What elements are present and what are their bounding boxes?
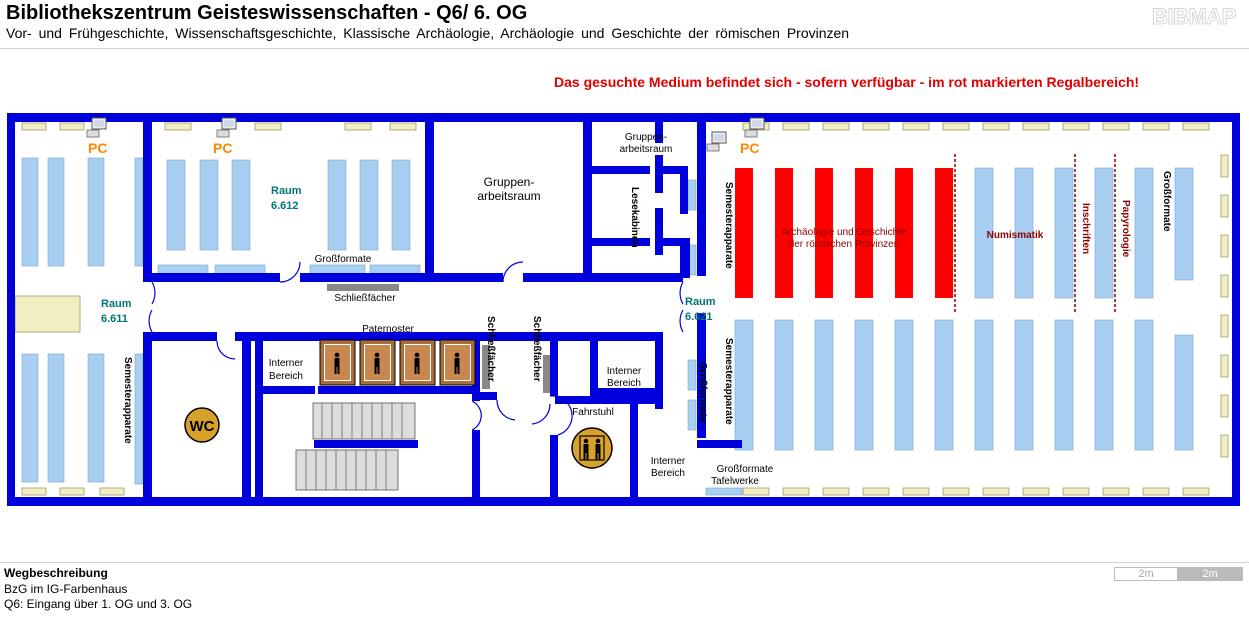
grossformate-tafelwerke-line1: Großformate — [717, 464, 774, 475]
scale-bar-light: 2m — [1114, 567, 1178, 581]
schliessfaecher-left-label: Schließfächer — [485, 316, 496, 382]
interner-bereich-left-line1: Interner — [269, 358, 304, 369]
pc-label-middle: PC — [213, 140, 232, 156]
walls — [7, 113, 1240, 506]
wc-label: WC — [190, 418, 215, 435]
schliessfaecher-top — [327, 284, 399, 291]
schliessfaecher-left — [482, 345, 490, 389]
red-shelf-notice: Das gesuchte Medium befindet sich - sofe… — [554, 74, 1140, 90]
route-description-line2: Q6: Eingang über 1. OG und 3. OG — [4, 597, 193, 611]
gruppenarbeitsraum-small-line1: Gruppen- — [625, 132, 667, 143]
schliessfaecher-right — [543, 355, 550, 393]
section-archaeologie-line1: Archäologie und Geschichte — [781, 227, 907, 238]
pc-label-left: PC — [88, 140, 107, 156]
raum-6621-line1: Raum — [685, 296, 716, 308]
floor-plan[interactable]: WC PC PC PC Raum 6.612 Raum 6.611 Raum 6… — [0, 110, 1249, 510]
raum-6611-line2: 6.611 — [101, 313, 128, 325]
page-title: Bibliothekszentrum Geisteswissenschaften… — [6, 2, 528, 24]
interner-bereich-mid-line1: Interner — [607, 366, 642, 377]
grossformate-right-label: Großformate — [1161, 171, 1172, 232]
fahrstuhl-label: Fahrstuhl — [572, 407, 614, 418]
stairs — [295, 402, 416, 491]
interner-bereich-mid-line2: Bereich — [607, 378, 641, 389]
section-dividers — [954, 154, 1116, 312]
raum-6612-line1: Raum — [271, 185, 302, 197]
page-subtitle: Vor- und Frühgeschichte, Wissenschaftsge… — [6, 25, 850, 41]
section-inschriften: Inschriften — [1080, 203, 1091, 254]
doors — [148, 261, 684, 436]
gruppenarbeitsraum-big-line1: Gruppen- — [484, 175, 535, 189]
schliessfaecher-right-label: Schließfächer — [531, 316, 542, 382]
highlighted-shelves[interactable] — [735, 168, 953, 298]
scale-bar-dark: 2m — [1177, 567, 1243, 581]
elevator-icon[interactable] — [571, 427, 613, 469]
interner-bereich-left-line2: Bereich — [269, 371, 303, 382]
paternoster-label: Paternoster — [362, 324, 414, 335]
semesterapparate-left-label: Semesterapparate — [122, 357, 133, 444]
route-description-heading: Wegbeschreibung — [4, 566, 108, 580]
raum-6621-line2: 6.621 — [685, 311, 713, 323]
grossformate-top-label: Großformate — [315, 254, 372, 265]
wc-icon[interactable]: WC — [184, 407, 220, 443]
header-divider — [0, 48, 1249, 49]
paternoster-cabins[interactable] — [319, 339, 476, 386]
section-numismatik: Numismatik — [987, 230, 1044, 241]
section-archaeologie-line2: der römischen Provinzen — [789, 239, 900, 250]
grossformate-mid-label: Großformate — [697, 362, 708, 423]
gruppenarbeitsraum-small-line2: arbeitsraum — [620, 144, 673, 155]
raum-6611-line1: Raum — [101, 298, 132, 310]
semesterapparate-right-top-label: Semesterapparate — [723, 182, 734, 269]
grossformate-tafelwerke-line2: Tafelwerke — [711, 476, 759, 487]
section-papyrologie: Papyrologie — [1120, 200, 1131, 258]
pc-label-right: PC — [740, 140, 759, 156]
semesterapparate-right-bottom-label: Semesterapparate — [723, 338, 734, 425]
bibmap-logo: BIBMAP — [1152, 4, 1237, 30]
interner-bereich-right-line2: Bereich — [651, 468, 685, 479]
schliessfaecher-top-label: Schließfächer — [334, 293, 396, 304]
lesekabinen-label: Lesekabinen — [629, 187, 640, 248]
gruppenarbeitsraum-big-line2: arbeitsraum — [477, 189, 540, 203]
raum-6612-line2: 6.612 — [271, 200, 299, 212]
footer-divider — [0, 562, 1249, 563]
route-description-line1: BzG im IG-Farbenhaus — [4, 582, 128, 596]
interner-bereich-right-line1: Interner — [651, 456, 686, 467]
